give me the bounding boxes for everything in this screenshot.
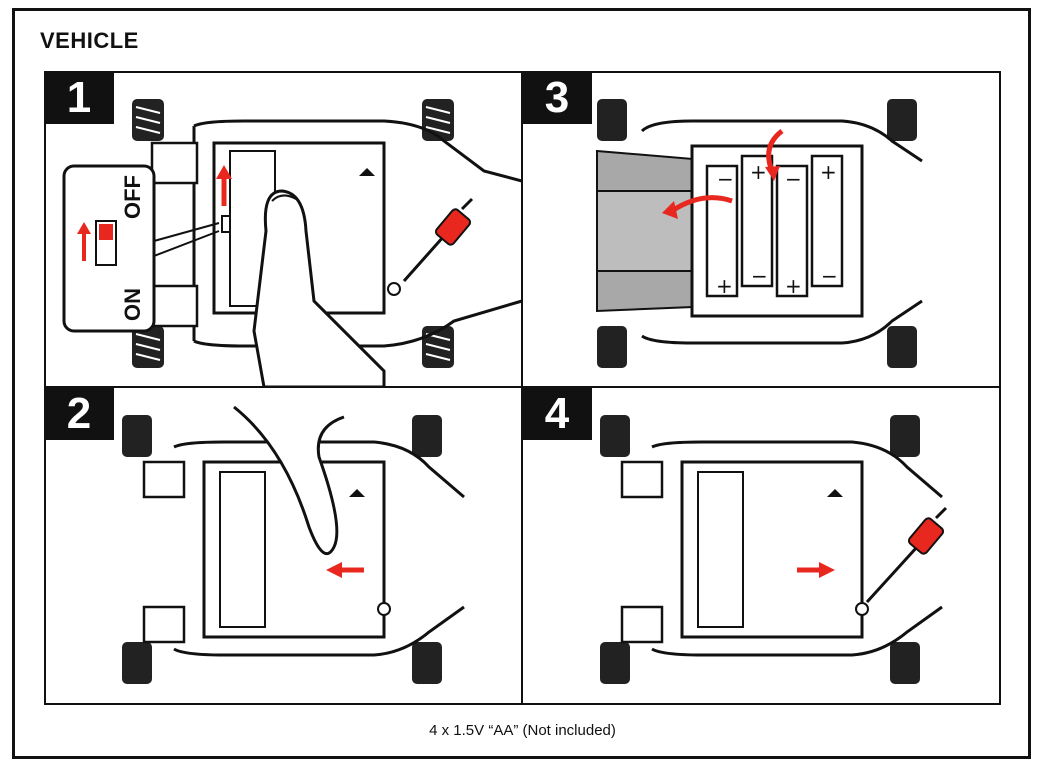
switch-off-label: OFF xyxy=(120,175,145,219)
svg-text:+: + xyxy=(750,160,767,184)
step-panel-1: OFF ON 1 xyxy=(44,71,522,387)
step-1-illustration: OFF ON xyxy=(62,99,522,387)
svg-text:+: + xyxy=(820,160,837,184)
step-number-2: 2 xyxy=(44,387,114,440)
svg-text:−: − xyxy=(785,167,802,191)
tire-icon xyxy=(600,415,920,684)
grid-divider-vertical xyxy=(521,71,523,705)
step-4-illustration xyxy=(600,415,948,684)
step-number-4: 4 xyxy=(522,387,592,440)
switch-on-label: ON xyxy=(120,288,145,321)
svg-text:−: − xyxy=(821,264,838,288)
screwdriver-icon xyxy=(402,197,474,282)
step-number-1: 1 xyxy=(44,71,114,124)
finger-hand-icon xyxy=(252,189,386,387)
section-title: VEHICLE xyxy=(40,28,139,53)
step-panel-3: − + − + + − + − 3 xyxy=(522,71,1001,387)
switch-callout: OFF ON xyxy=(62,164,220,333)
svg-text:+: + xyxy=(785,274,802,298)
screwdriver-icon xyxy=(865,506,948,604)
step-panel-2: 2 xyxy=(44,387,522,705)
battery-requirement-caption: 4 x 1.5V “AA” (Not included) xyxy=(429,722,616,739)
step-3-illustration: − + − + + − + − xyxy=(596,99,923,368)
step-2-illustration xyxy=(122,405,465,684)
step-panel-4: 4 xyxy=(522,387,1001,705)
step-number-3: 3 xyxy=(522,71,592,124)
grid-divider-horizontal xyxy=(44,386,1001,388)
tire-icon xyxy=(597,99,917,368)
tire-icon xyxy=(122,415,442,684)
battery-icon xyxy=(705,154,844,298)
svg-text:+: + xyxy=(716,274,733,298)
svg-text:−: − xyxy=(751,264,768,288)
svg-text:−: − xyxy=(717,167,734,191)
